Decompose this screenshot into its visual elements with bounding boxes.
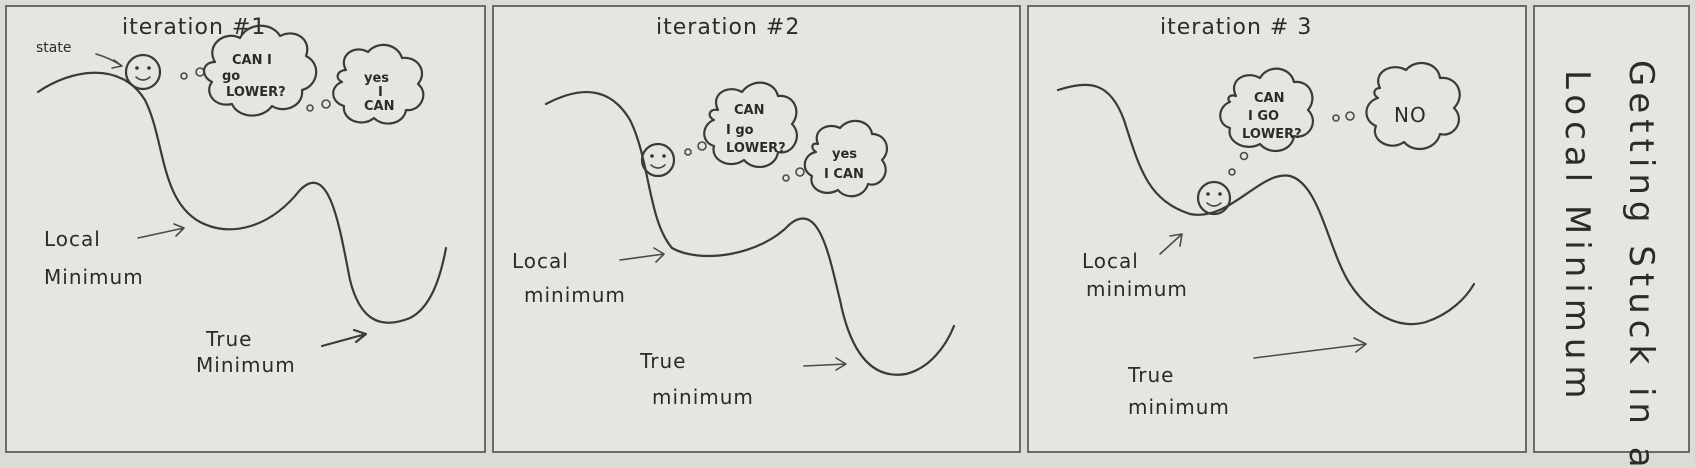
panel-2: iteration #2 CAN I go LOWER? yes I CAN L… [512,15,956,409]
question-line-3: LOWER? [1242,127,1302,142]
local-min-arrow-3 [1159,233,1183,255]
local-min-label-2: Local [512,249,569,273]
side-title-line-1: Getting Stuck in a [1621,60,1661,468]
local-min-label-1b: Minimum [44,265,144,289]
thought-dot [795,167,805,177]
true-min-arrow-3 [1253,337,1367,359]
thought-dot [697,141,707,151]
side-title: Getting Stuck in a Local Minimum [1557,60,1661,468]
thought-dot [684,148,692,156]
smiley-state-1 [124,53,162,91]
answer-line-3: CAN [364,99,394,114]
question-line-3: LOWER? [226,85,286,100]
question-cloud-3 [1219,67,1314,153]
local-min-label-1: Local [44,227,101,251]
panel-frame-side [1533,5,1690,453]
thought-dot [1332,114,1340,122]
local-min-label-3: Local [1082,249,1139,273]
question-line-1: CAN [1254,91,1284,106]
answer-cloud-1 [332,43,425,125]
answer-cloud-2 [803,119,889,198]
true-min-arrow-2 [803,357,847,371]
panel-frame-1 [5,5,486,453]
local-min-label-2b: minimum [524,283,626,307]
answer-line-1: yes [832,147,857,162]
true-min-label-3b: minimum [1128,395,1230,419]
state-label: state [36,40,71,56]
thought-dot [1239,151,1249,161]
panel-2-title: iteration #2 [656,15,800,40]
question-cloud-2 [703,81,798,169]
answer-cloud-3 [1365,61,1461,151]
question-line-1: CAN I [232,53,272,68]
panel-1-title: iteration #1 [122,15,266,40]
panel-frame-2 [492,5,1021,453]
local-min-arrow-1 [137,223,185,239]
thought-dot [180,72,188,80]
question-line-3: LOWER? [726,141,786,156]
landscape-curve-3 [1056,83,1476,326]
answer-line-1: NO [1394,103,1427,127]
thought-dot [782,174,790,182]
true-min-label-1: True [205,327,252,351]
question-line-1: CAN [734,103,764,118]
state-arrow [95,53,123,69]
thought-dot [1345,111,1355,121]
landscape-curve-2 [544,91,956,376]
local-min-label-3b: minimum [1086,277,1188,301]
panel-1: iteration #1 state CAN I go LOWER? yes I… [36,15,448,377]
thought-dot [1228,168,1236,176]
true-min-arrow-1 [320,328,368,348]
question-line-2: go [222,69,240,84]
true-min-label-2: True [639,349,686,373]
true-min-label-1b: Minimum [196,353,296,377]
thought-dot [306,104,314,112]
panel-3-title: iteration # 3 [1160,15,1312,40]
answer-line-2: I CAN [824,167,864,182]
panel-frame-3 [1027,5,1527,453]
true-min-label-2b: minimum [652,385,754,409]
true-min-label-3: True [1127,363,1174,387]
answer-line-1: yes [364,71,389,86]
smiley-state-3 [1196,180,1232,216]
local-min-arrow-2 [619,247,665,263]
question-line-2: I GO [1248,109,1279,124]
smiley-state-2 [640,142,676,178]
question-line-2: I go [726,123,754,138]
thought-dot [321,99,331,109]
question-cloud-1 [203,24,318,117]
answer-line-2: I [378,85,383,100]
panel-3: iteration # 3 CAN I GO LOWER? NO Local m… [1056,15,1476,419]
side-title-line-2: Local Minimum [1557,70,1597,405]
landscape-curve-1 [36,71,448,324]
